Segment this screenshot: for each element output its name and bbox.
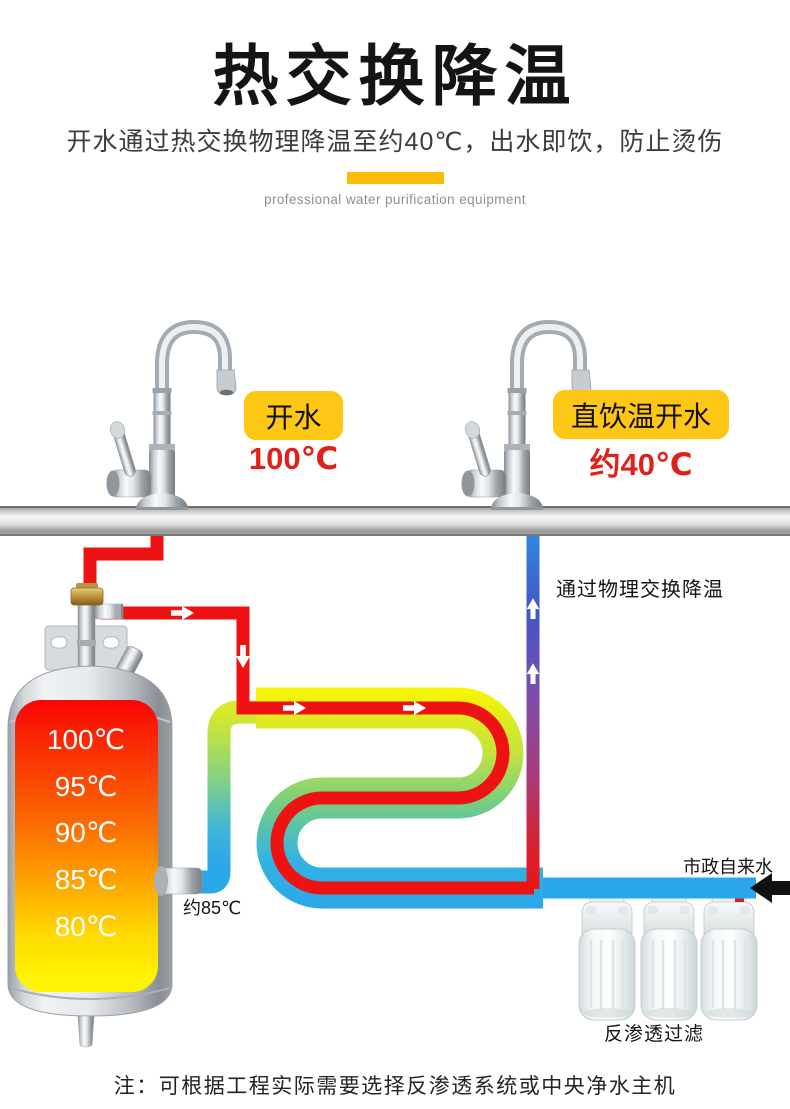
accent-bar: [347, 172, 444, 184]
tank-temp-100: 100℃: [46, 724, 126, 755]
flow-arrow-municipal-icon: [750, 873, 790, 903]
boiling-water-badge: 开水: [244, 391, 343, 440]
ro-filter-cartridges-illustration: [577, 891, 759, 1022]
page-subtitle: 开水通过热交换物理降温至约40℃，出水即饮，防止烫伤: [66, 128, 724, 156]
wall-pipe-illustration: [0, 506, 790, 536]
hot-water-coil-pipe: [101, 606, 534, 895]
english-tagline: professional water purification equipmen…: [264, 192, 526, 207]
boiling-water-pipe: [83, 534, 164, 594]
boiling-water-badge-label: 开水: [265, 401, 322, 433]
tank-heat-panel: [15, 700, 158, 992]
tank-temp-90: 90℃: [54, 817, 118, 848]
tank-temp-95: 95℃: [54, 771, 118, 802]
tank-temp-85: 85℃: [54, 864, 118, 895]
municipal-water-label: 市政自来水: [683, 857, 773, 877]
warm-water-badge-label: 直饮温开水: [570, 400, 711, 432]
ro-filters-label: 反渗透过滤: [604, 1024, 705, 1045]
hot-tank-illustration: [7, 583, 203, 1048]
warm-water-badge: 直饮温开水: [553, 390, 729, 439]
exchange-process-label: 通过物理交换降温: [556, 579, 724, 601]
boiling-water-temperature: 100℃: [248, 441, 339, 476]
cold-feed-pipe: [194, 700, 258, 894]
tank-temp-80: 80℃: [54, 911, 118, 942]
page-title: 热交换降温: [212, 39, 578, 113]
warm-water-temperature: 约40℃: [589, 447, 693, 482]
faucet-boiling-illustration: [107, 327, 237, 510]
tank-outlet-temperature-label: 约85℃: [183, 898, 242, 918]
footer-note: 注：可根据工程实际需要选择反渗透系统或中央净水主机: [113, 1075, 677, 1098]
